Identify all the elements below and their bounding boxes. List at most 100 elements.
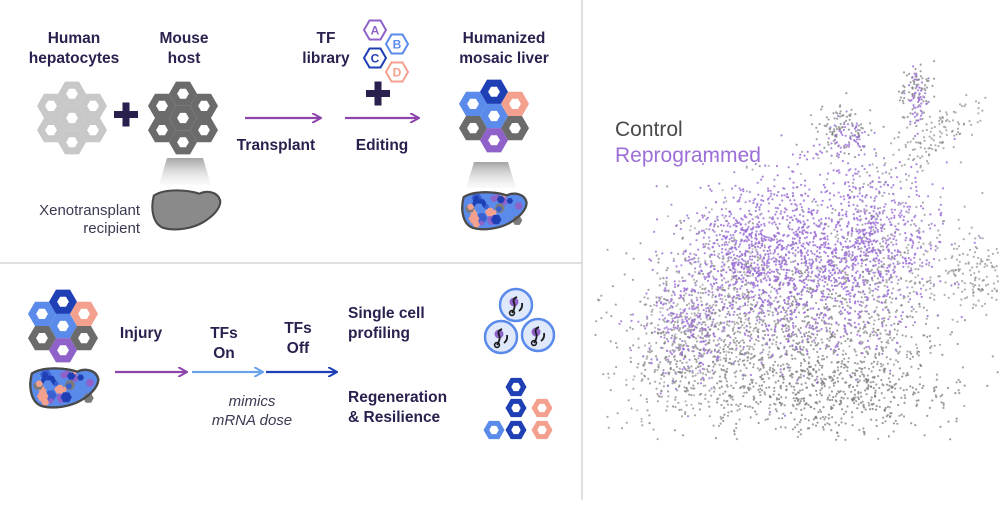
umap-point xyxy=(709,305,711,307)
umap-point xyxy=(857,381,859,383)
umap-point xyxy=(764,334,766,336)
umap-point xyxy=(800,374,802,376)
umap-point xyxy=(880,276,882,278)
umap-point xyxy=(772,371,774,373)
umap-point xyxy=(695,306,697,308)
umap-point xyxy=(859,335,861,337)
umap-point xyxy=(944,294,946,296)
umap-point xyxy=(643,374,645,376)
umap-point xyxy=(800,253,802,255)
umap-point xyxy=(939,141,941,143)
umap-point xyxy=(702,372,704,374)
umap-point xyxy=(735,258,737,260)
umap-point xyxy=(821,341,823,343)
umap-point xyxy=(869,122,871,124)
umap-point xyxy=(929,347,931,349)
umap-point xyxy=(867,134,869,136)
umap-point xyxy=(875,409,877,411)
umap-point xyxy=(847,194,849,196)
umap-point xyxy=(910,269,912,271)
umap-point xyxy=(860,368,862,370)
umap-point xyxy=(728,293,730,295)
umap-point xyxy=(732,300,734,302)
umap-point xyxy=(762,292,764,294)
umap-point xyxy=(742,385,744,387)
umap-point xyxy=(686,304,688,306)
umap-point xyxy=(770,258,772,260)
umap-point xyxy=(895,298,897,300)
umap-point xyxy=(762,365,764,367)
umap-point xyxy=(920,70,922,72)
umap-point xyxy=(970,124,972,126)
umap-point xyxy=(696,212,698,214)
umap-point xyxy=(832,352,834,354)
umap-point xyxy=(996,275,998,277)
umap-point xyxy=(806,158,808,160)
umap-point xyxy=(857,246,859,248)
umap-point xyxy=(729,342,731,344)
umap-point xyxy=(769,297,771,299)
umap-point xyxy=(792,219,794,221)
umap-point xyxy=(791,344,793,346)
umap-point xyxy=(820,191,822,193)
umap-point xyxy=(723,345,725,347)
umap-point xyxy=(796,218,798,220)
umap-point xyxy=(768,165,770,167)
umap-point xyxy=(816,267,818,269)
umap-point xyxy=(800,255,802,257)
umap-point xyxy=(681,340,683,342)
umap-point xyxy=(746,345,748,347)
umap-point xyxy=(671,353,673,355)
umap-point xyxy=(663,337,665,339)
umap-point xyxy=(888,193,890,195)
umap-point xyxy=(724,339,726,341)
umap-point xyxy=(949,438,951,440)
umap-point xyxy=(973,286,975,288)
umap-point xyxy=(684,413,686,415)
umap-point xyxy=(843,358,845,360)
umap-point xyxy=(769,369,771,371)
umap-point xyxy=(834,243,836,245)
umap-point xyxy=(870,215,872,217)
umap-point xyxy=(665,290,667,292)
umap-point xyxy=(953,111,955,113)
umap-point xyxy=(827,397,829,399)
umap-point xyxy=(801,383,803,385)
umap-point xyxy=(617,412,619,414)
umap-point xyxy=(694,344,696,346)
umap-point xyxy=(902,372,904,374)
umap-point xyxy=(722,309,724,311)
umap-point xyxy=(816,376,818,378)
umap-point xyxy=(722,255,724,257)
umap-point xyxy=(821,299,823,301)
umap-point xyxy=(682,345,684,347)
umap-point xyxy=(817,360,819,362)
umap-point xyxy=(852,424,854,426)
umap-point xyxy=(955,420,957,422)
umap-point xyxy=(855,228,857,230)
umap-point xyxy=(818,274,820,276)
umap-point xyxy=(737,264,739,266)
umap-point xyxy=(957,131,959,133)
umap-point xyxy=(844,439,846,441)
umap-point xyxy=(789,305,791,307)
umap-point xyxy=(674,399,676,401)
umap-point xyxy=(723,277,725,279)
umap-point xyxy=(846,370,848,372)
umap-point xyxy=(595,320,597,322)
umap-point xyxy=(915,388,917,390)
umap-point xyxy=(736,314,738,316)
umap-point xyxy=(670,315,672,317)
umap-point xyxy=(890,217,892,219)
umap-point xyxy=(865,346,867,348)
umap-point xyxy=(816,344,818,346)
umap-point xyxy=(842,354,844,356)
umap-point xyxy=(722,268,724,270)
umap-point xyxy=(751,237,753,239)
umap-point xyxy=(862,290,864,292)
umap-point xyxy=(836,377,838,379)
umap-point xyxy=(789,228,791,230)
umap-point xyxy=(720,418,722,420)
umap-point xyxy=(840,417,842,419)
umap-point xyxy=(801,320,803,322)
